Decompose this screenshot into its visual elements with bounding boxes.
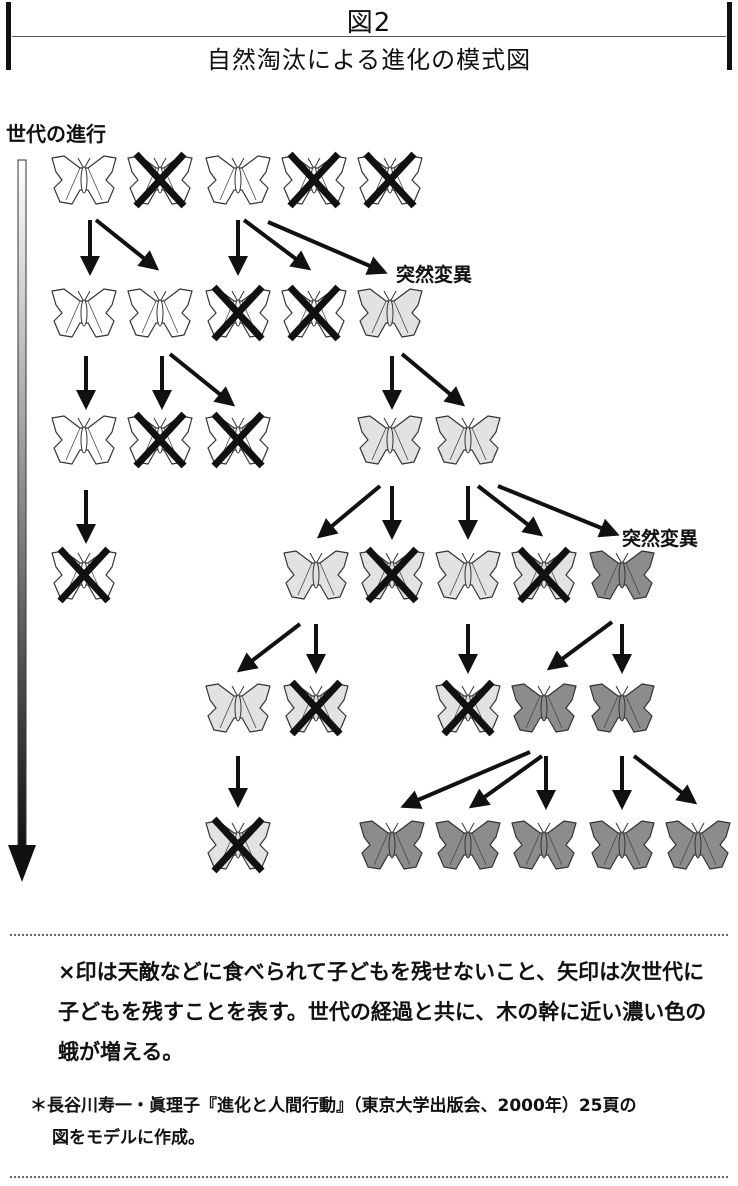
elimination-cross bbox=[133, 411, 187, 469]
moth-light-eliminated bbox=[511, 546, 577, 604]
descent-arrow bbox=[400, 352, 466, 407]
source-note: ＊長谷川寿一・眞理子『進化と人間行動』（東京大学出版会、2000年）25頁の 図… bbox=[30, 1090, 730, 1154]
descent-arrow bbox=[497, 484, 620, 538]
moth-white bbox=[51, 288, 117, 338]
moth-white bbox=[51, 155, 117, 205]
moth-white-eliminated bbox=[205, 411, 271, 469]
descent-arrows bbox=[76, 218, 698, 810]
elimination-cross bbox=[287, 151, 341, 209]
source-note-line-1: ＊長谷川寿一・眞理子『進化と人間行動』（東京大学出版会、2000年）25頁の bbox=[30, 1096, 637, 1116]
moth-grid bbox=[51, 151, 731, 874]
mutation-label-1: 突然変異 bbox=[396, 264, 473, 286]
descent-arrow bbox=[316, 484, 382, 539]
generation-axis-label: 世代の進行 bbox=[6, 122, 106, 146]
elimination-cross bbox=[363, 151, 417, 209]
divider-bottom bbox=[10, 1176, 728, 1178]
header-rule bbox=[12, 36, 726, 37]
moth-white-eliminated bbox=[281, 151, 347, 209]
moth-light-eliminated bbox=[283, 679, 349, 737]
descent-arrow bbox=[476, 484, 544, 537]
moth-white bbox=[127, 288, 193, 338]
descent-arrow bbox=[236, 622, 302, 673]
moth-light-eliminated bbox=[205, 816, 271, 874]
moth-dark bbox=[359, 820, 425, 870]
caption: ×印は天敵などに食べられて子どもを残せないこと、矢印は次世代に子どもを残すことを… bbox=[58, 960, 707, 1064]
moth-white bbox=[51, 415, 117, 465]
moth-dark bbox=[589, 820, 655, 870]
elimination-cross bbox=[441, 679, 495, 737]
moth-dark bbox=[511, 683, 577, 733]
moth-dark bbox=[511, 820, 577, 870]
generation-axis-arrow bbox=[8, 159, 36, 882]
elimination-cross bbox=[517, 546, 571, 604]
moth-light bbox=[435, 415, 501, 465]
divider-top bbox=[10, 934, 728, 936]
descent-arrow bbox=[267, 220, 388, 275]
elimination-cross bbox=[57, 546, 111, 604]
moth-white-eliminated bbox=[127, 411, 193, 469]
descent-arrow bbox=[546, 620, 614, 671]
moth-light-eliminated bbox=[435, 679, 501, 737]
moth-dark bbox=[665, 820, 731, 870]
moth-light bbox=[357, 415, 423, 465]
moth-white-eliminated bbox=[357, 151, 423, 209]
descent-arrow bbox=[242, 218, 312, 271]
elimination-cross bbox=[211, 411, 265, 469]
header-left-bar bbox=[6, 2, 11, 70]
figure-number: 図2 bbox=[346, 8, 392, 38]
moth-light bbox=[357, 288, 423, 338]
descent-arrow bbox=[94, 218, 160, 271]
source-note-line-2: 図をモデルに作成。 bbox=[52, 1128, 205, 1148]
elimination-cross bbox=[365, 546, 419, 604]
descent-arrow bbox=[168, 352, 236, 407]
elimination-cross bbox=[211, 284, 265, 342]
descent-arrow bbox=[632, 754, 698, 805]
elimination-cross bbox=[287, 284, 341, 342]
moth-white-eliminated bbox=[281, 284, 347, 342]
moth-light bbox=[205, 683, 271, 733]
elimination-cross bbox=[133, 151, 187, 209]
header-right-bar bbox=[727, 2, 732, 70]
mutation-label-2: 突然変異 bbox=[622, 528, 699, 550]
moth-dark bbox=[435, 820, 501, 870]
elimination-cross bbox=[211, 816, 265, 874]
moth-dark bbox=[589, 683, 655, 733]
moth-white bbox=[205, 155, 271, 205]
moth-white-eliminated bbox=[205, 284, 271, 342]
moth-white-eliminated bbox=[51, 546, 117, 604]
moth-light bbox=[435, 550, 501, 600]
moth-white-eliminated bbox=[127, 151, 193, 209]
moth-dark bbox=[589, 550, 655, 600]
moth-light-eliminated bbox=[359, 546, 425, 604]
descent-arrow bbox=[400, 750, 531, 809]
evolution-diagram bbox=[8, 151, 731, 882]
moth-light bbox=[283, 550, 349, 600]
descent-arrow bbox=[468, 754, 544, 809]
axis-arrowhead bbox=[8, 845, 36, 882]
figure-title: 自然淘汰による進化の模式図 bbox=[206, 46, 532, 74]
elimination-cross bbox=[289, 679, 343, 737]
